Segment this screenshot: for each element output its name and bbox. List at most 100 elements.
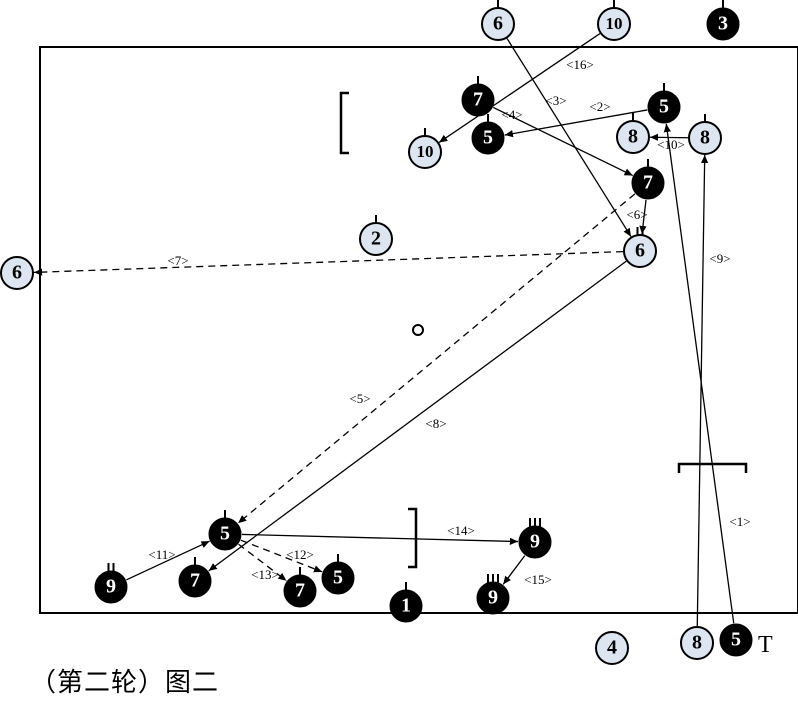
token-label: 4	[607, 637, 617, 659]
token-circle	[94, 570, 128, 604]
token-circle	[208, 517, 242, 551]
token-circle	[631, 166, 665, 200]
pass-label-2: <2>	[589, 99, 610, 114]
pass-label-12: <12>	[286, 547, 314, 562]
token-circle	[623, 234, 657, 268]
pass-label-4: <4>	[501, 107, 522, 122]
token-label: 7	[643, 172, 653, 194]
token-label: 5	[333, 567, 343, 589]
token-circle	[408, 135, 442, 169]
player-token-w8-bottom: 8	[680, 626, 714, 660]
pass-label-14: <14>	[447, 523, 475, 538]
pass-line-12	[240, 539, 323, 573]
pass-label-11: <11>	[148, 547, 175, 562]
token-label: 6	[12, 262, 22, 284]
token-label: 7	[190, 570, 200, 592]
player-token-b5-bottom: 5	[719, 623, 753, 657]
token-circle	[359, 222, 393, 256]
token-circle	[283, 574, 317, 608]
player-token-b3-top: 3	[706, 0, 740, 41]
player-token-w8-a: 8	[616, 113, 650, 154]
pass-line-16	[438, 32, 601, 144]
token-circle	[518, 525, 552, 559]
pass-line-7	[33, 250, 624, 276]
player-token-b7-right: 7	[631, 159, 665, 200]
player-token-b5-low2: 5	[321, 554, 355, 595]
token-circle	[680, 626, 714, 660]
pass-label-16: <16>	[566, 57, 594, 72]
pass-line-10	[649, 133, 689, 141]
pass-label-7: <7>	[167, 253, 188, 268]
token-label: 8	[692, 632, 702, 654]
token-label: 6	[635, 240, 645, 262]
bottom-bracket	[408, 507, 418, 569]
player-token-w4: 4	[595, 631, 629, 665]
pass-line-2	[504, 109, 648, 138]
token-circle	[706, 7, 740, 41]
player-token-w6-left: 6	[0, 256, 34, 290]
pass-label-1: <1>	[729, 514, 750, 529]
player-token-b7-low: 7	[178, 557, 212, 598]
token-circle	[647, 90, 681, 124]
pass-line-8	[208, 260, 627, 572]
player-token-b1: 1	[389, 582, 423, 623]
token-circle	[471, 121, 505, 155]
token-circle	[595, 631, 629, 665]
token-label: 8	[628, 126, 638, 148]
player-token-b7-up: 7	[461, 76, 495, 117]
token-label: 9	[106, 576, 116, 598]
bottom-right-mark: T	[758, 632, 773, 658]
pass-label-6: <6>	[626, 207, 647, 222]
pass-label-3: <3>	[545, 93, 566, 108]
pass-line-3	[506, 38, 632, 237]
pass-line-1	[663, 123, 735, 624]
token-circle	[461, 83, 495, 117]
player-token-w6-top: 6	[481, 0, 515, 41]
player-token-w8-b: 8	[688, 114, 722, 155]
token-label: 6	[493, 13, 503, 35]
token-label: 7	[473, 89, 483, 111]
pass-line-13	[238, 543, 287, 582]
player-token-w2: 2	[359, 215, 393, 256]
pass-line-15	[502, 555, 526, 585]
pass-label-5: <5>	[349, 391, 370, 406]
pass-label-8: <8>	[425, 416, 446, 431]
token-label: 10	[417, 142, 434, 161]
token-label: 2	[371, 228, 381, 250]
token-circle	[597, 7, 631, 41]
token-circle	[616, 120, 650, 154]
player-token-b5-low: 5	[208, 510, 242, 551]
pass-line-4	[492, 106, 634, 177]
token-circle	[0, 256, 34, 290]
pass-label-9: <9>	[709, 251, 730, 266]
caption: （第二轮）图二	[30, 668, 220, 698]
pass-label-15: <15>	[524, 572, 552, 587]
pass-line-5	[237, 193, 636, 524]
center-mark	[412, 324, 424, 336]
token-circle	[719, 623, 753, 657]
player-token-b5-right: 5	[647, 83, 681, 124]
token-label: 7	[295, 580, 305, 602]
token-circle	[178, 564, 212, 598]
player-token-b7-low2: 7	[283, 567, 317, 608]
token-label: 5	[659, 96, 669, 118]
pass-line-9	[696, 154, 709, 627]
player-token-w6-right: 6	[623, 227, 657, 268]
pass-label-10: <10>	[657, 137, 685, 152]
token-circle	[476, 581, 510, 615]
token-circle	[481, 7, 515, 41]
token-circle	[688, 121, 722, 155]
player-token-b9-right2: 9	[476, 574, 510, 615]
token-label: 9	[530, 531, 540, 553]
token-circle	[321, 561, 355, 595]
token-label: 8	[700, 127, 710, 149]
token-label: 5	[483, 127, 493, 149]
player-token-b9-low: 9	[94, 563, 128, 604]
token-label: 5	[220, 523, 230, 545]
token-label: 3	[718, 13, 728, 35]
pass-label-13: <13>	[251, 567, 279, 582]
token-label: 5	[731, 629, 741, 651]
court-boundary	[39, 46, 798, 614]
player-token-w10-mid: 10	[408, 128, 442, 169]
